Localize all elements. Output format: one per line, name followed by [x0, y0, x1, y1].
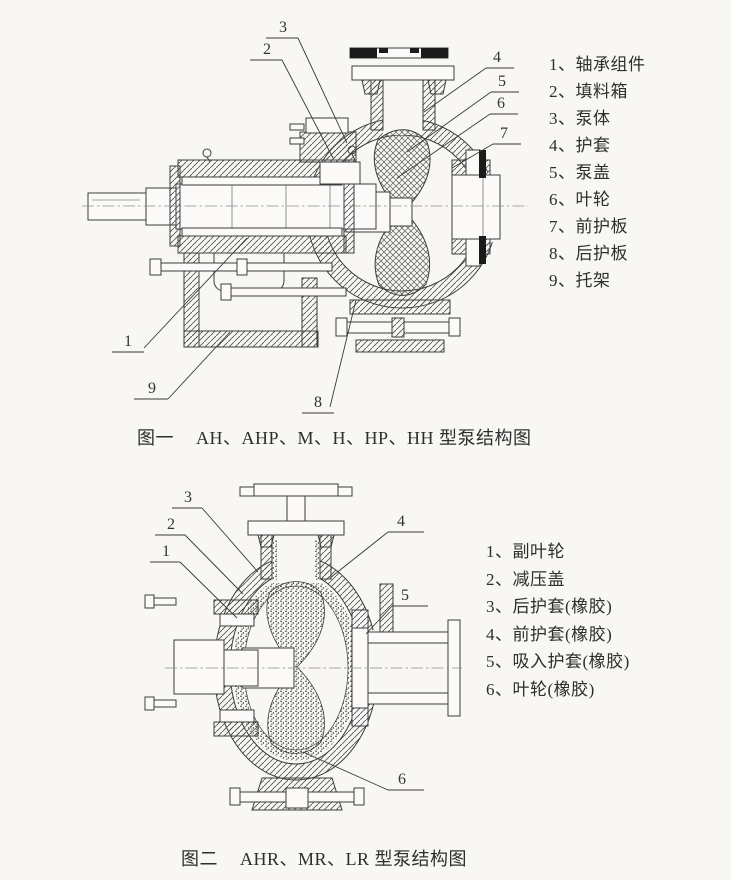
- callout-number: 1: [162, 543, 170, 560]
- legend-item: 4、护套: [549, 136, 611, 155]
- caption-title: AH、AHP、M、H、HP、HH 型泵结构图: [196, 428, 532, 448]
- casing-foot-bolts: [229, 777, 365, 811]
- callout-number: 4: [493, 49, 501, 66]
- legend-item: 1、副叶轮: [486, 542, 565, 561]
- figure2-legend: 1、副叶轮 2、减压盖 3、后护套(橡胶) 4、前护套(橡胶) 5、吸入护套(橡…: [486, 538, 630, 703]
- legend-item: 6、叶轮(橡胶): [486, 679, 595, 699]
- caption-number: 图一: [137, 428, 174, 448]
- suction-pipe: [351, 583, 461, 727]
- support-bracket: [149, 252, 347, 348]
- legend-item: 3、后护套(橡胶): [486, 597, 613, 616]
- pump-shaft: [87, 183, 377, 230]
- caption-title: AHR、MR、LR 型泵结构图: [240, 849, 468, 869]
- figure1-caption: 图一 AH、AHP、M、H、HP、HH 型泵结构图: [137, 424, 532, 450]
- legend-item: 2、减压盖: [486, 569, 565, 589]
- callout-number: 2: [263, 41, 271, 58]
- figure1-callouts: 3 2 4 5 6 7 1 9 8: [112, 19, 521, 414]
- legend-item: 7、前护板: [549, 217, 628, 236]
- legend-item: 8、后护板: [549, 244, 628, 263]
- callout-number: 5: [401, 587, 409, 604]
- discharge-flange: [239, 483, 353, 583]
- suction-flange: [450, 149, 502, 267]
- shaft-drive-side: [144, 594, 259, 737]
- legend-item: 9、托架: [549, 271, 611, 290]
- figure2-caption: 图二 AHR、MR、LR 型泵结构图: [181, 845, 467, 871]
- callout-number: 6: [398, 771, 406, 788]
- legend-item: 2、填料箱: [549, 82, 628, 101]
- casing-foot-bolts: [335, 299, 461, 353]
- callout-number: 1: [124, 333, 132, 350]
- legend-item: 5、泵盖: [549, 163, 611, 182]
- legend-item: 6、叶轮: [549, 190, 611, 209]
- callout-number: 3: [279, 19, 287, 36]
- legend-item: 1、轴承组件: [549, 55, 646, 74]
- callout-number: 3: [184, 489, 192, 506]
- legend-item: 4、前护套(橡胶): [486, 624, 613, 644]
- discharge-flange: [349, 47, 455, 135]
- callout-number: 6: [497, 95, 505, 112]
- figure2-drawing: 3 2 1 4 5 6: [144, 483, 462, 811]
- callout-number: 4: [397, 513, 405, 530]
- callout-number: 7: [500, 125, 508, 142]
- caption-number: 图二: [181, 849, 218, 869]
- legend-item: 5、吸入护套(橡胶): [486, 652, 630, 671]
- figure1-legend: 1、轴承组件 2、填料箱 3、泵体 4、护套 5、泵盖 6、叶轮 7、前护板 8…: [549, 51, 646, 294]
- figure1-drawing: 3 2 4 5 6 7 1 9 8: [82, 19, 528, 414]
- stuffing-box: [289, 117, 361, 185]
- callout-number: 9: [148, 380, 156, 397]
- callout-number: 5: [498, 73, 506, 90]
- figure2-callouts: 3 2 1 4 5 6: [150, 489, 428, 791]
- callout-number: 2: [167, 516, 175, 533]
- callout-number: 8: [314, 394, 322, 411]
- legend-item: 3、泵体: [549, 109, 611, 128]
